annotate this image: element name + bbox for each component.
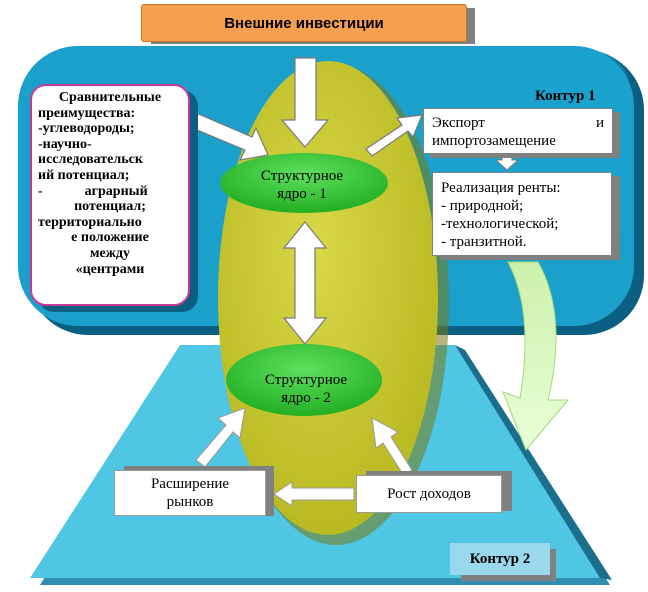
core2-disc	[226, 344, 382, 416]
contour2-label-box: Контур 2	[450, 543, 550, 575]
advantages-line: - аграрный	[38, 183, 148, 199]
core1-label-line2: ядро - 1	[277, 186, 327, 202]
export-word: Экспорт	[432, 115, 485, 131]
advantages-box: Сравнительные преимущества: -углеводород…	[30, 84, 190, 306]
advantages-line: территориально	[38, 214, 142, 230]
markets-to-core2-arrow	[195, 407, 246, 468]
advantages-line: Сравнительные	[58, 90, 162, 105]
advantages-line: -научно-	[38, 136, 92, 152]
core1-core2-double-arrow	[282, 221, 328, 345]
markets-line1: Расширение	[150, 476, 230, 492]
core1-disc	[220, 153, 388, 213]
investments-banner-text: Внешние инвестиции	[224, 15, 384, 32]
rent-box: Реализация ренты: - природной; -технолог…	[432, 172, 612, 256]
income-to-core2-arrow	[371, 417, 413, 477]
advantages-line: исследовательск	[38, 152, 143, 168]
rent-line: - природной;	[441, 198, 524, 214]
investment-arrow	[280, 57, 330, 148]
rent-line: - транзитной.	[441, 234, 527, 250]
export-box: Экспорт и импортозамещение	[423, 108, 613, 154]
export-and: и	[595, 115, 604, 131]
core1-label-line1: Структурное	[261, 168, 344, 184]
core2-label-line2: ядро - 2	[281, 390, 331, 406]
export-line2: импортозамещение	[432, 133, 556, 149]
investments-banner: Внешние инвестиции	[141, 4, 467, 42]
income-to-markets-arrow	[273, 481, 355, 507]
advantages-to-core1-arrow	[189, 112, 269, 161]
rent-to-contour2-arrow	[502, 261, 570, 451]
rent-line: Реализация ренты:	[441, 180, 561, 196]
advantages-line: ий потенциал;	[38, 167, 130, 183]
advantages-line: потенциал;	[74, 199, 146, 215]
income-text: Рост доходов	[387, 486, 471, 502]
rent-line: -технологической;	[441, 216, 559, 232]
income-box: Рост доходов	[356, 475, 502, 513]
core2-label-line1: Структурное	[265, 372, 348, 388]
core1-to-export-arrow	[365, 114, 423, 157]
markets-box: Расширение рынков	[114, 470, 266, 516]
advantages-line: преимущества:	[38, 105, 136, 121]
contour2-label: Контур 2	[469, 551, 531, 567]
advantages-line: между	[90, 245, 130, 261]
advantages-line: -углеводороды;	[38, 121, 135, 137]
markets-line2: рынков	[166, 494, 214, 510]
advantages-line: е положение	[71, 230, 149, 246]
advantages-line: «центрами	[75, 261, 145, 277]
contour1-label: Контур 1	[535, 88, 596, 104]
